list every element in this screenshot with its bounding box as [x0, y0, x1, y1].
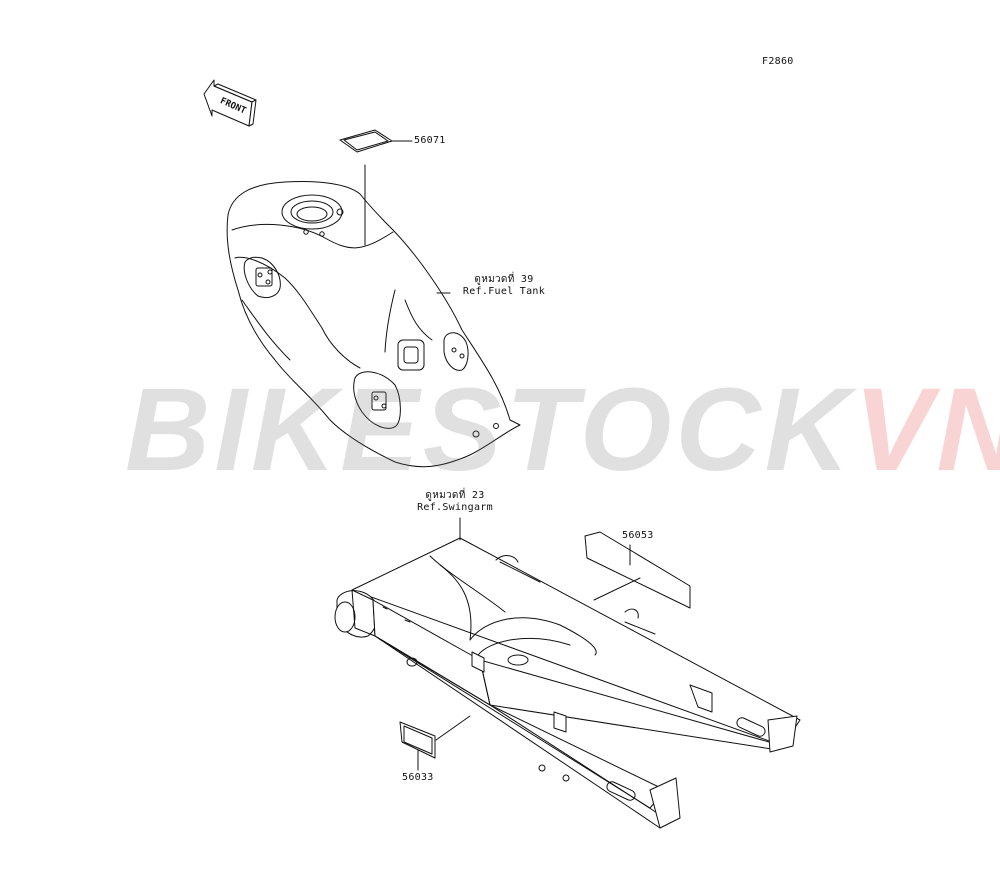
fuel-tank-ref-thai: ดูหมวดที่ 39: [474, 274, 534, 285]
label-decal-56071: [339, 129, 413, 153]
swingarm-reference[interactable]: ดูหมวดที่ 23 Ref.Swingarm: [405, 490, 505, 514]
fuel-tank-reference[interactable]: ดูหมวดที่ 39 Ref.Fuel Tank: [452, 274, 556, 298]
fuel-tank-drawing: [226, 164, 521, 468]
swingarm-drawing: [334, 517, 801, 829]
front-arrow-icon: [203, 79, 257, 127]
label-decal-56053: [584, 531, 691, 609]
swingarm-ref-thai: ดูหมวดที่ 23: [425, 490, 485, 501]
figure-code: F2860: [762, 56, 794, 67]
swingarm-ref-english: Ref.Swingarm: [417, 502, 493, 513]
part-label-56053[interactable]: 56053: [622, 530, 654, 541]
part-label-56071[interactable]: 56071: [414, 135, 446, 146]
part-label-56033[interactable]: 56033: [402, 772, 434, 783]
fuel-tank-ref-english: Ref.Fuel Tank: [462, 286, 546, 297]
label-decal-56033: [399, 715, 471, 771]
